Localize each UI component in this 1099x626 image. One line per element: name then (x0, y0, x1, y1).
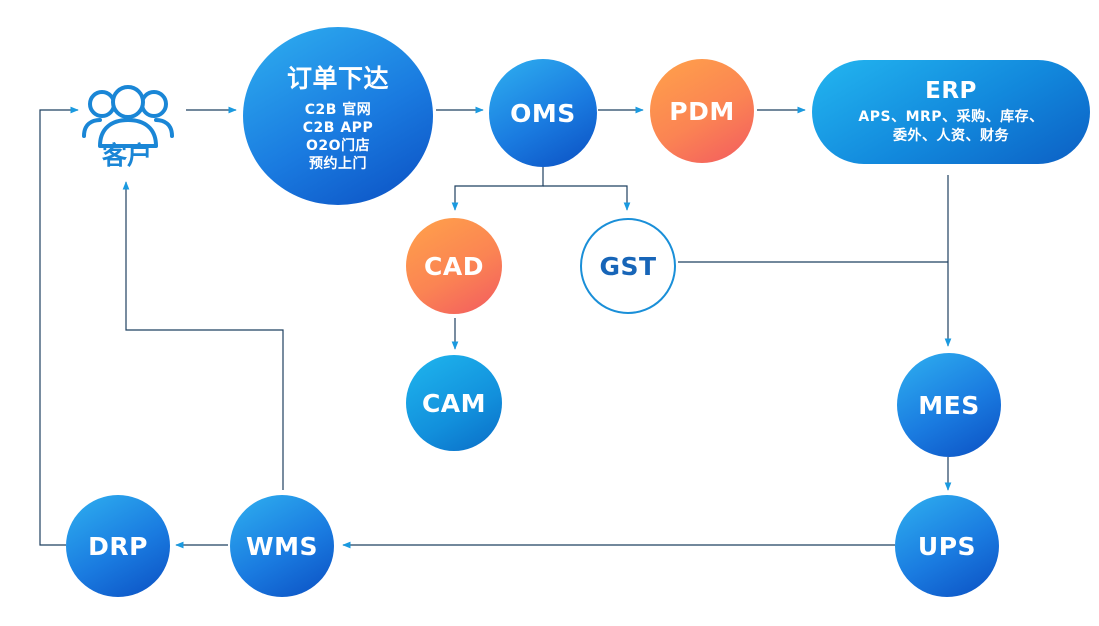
erp-title: ERP (925, 78, 977, 104)
erp-node: ERP APS、MRP、采购、库存、 委外、人资、财务 (812, 60, 1090, 164)
drp-node: DRP (66, 495, 170, 597)
erp-modules-line2: 委外、人资、财务 (893, 128, 1009, 144)
order-channel: 预约上门 (309, 156, 367, 172)
cam-node: CAM (406, 355, 502, 451)
ups-node: UPS (895, 495, 999, 597)
wms-node: WMS (230, 495, 334, 597)
cad-node: CAD (406, 218, 502, 314)
edge-drp-customer (39, 106, 79, 546)
edge-wms-customer (122, 181, 284, 490)
order-channel: C2B 官网 (304, 102, 372, 118)
order-channel: O2O门店 (305, 138, 371, 154)
order-channel: C2B APP (302, 120, 374, 136)
order-node: 订单下达 C2B 官网 C2B APP O2O门店 预约上门 (243, 27, 433, 205)
gst-node: GST (580, 218, 676, 314)
edge-oms-gst (543, 185, 631, 211)
users-icon (82, 85, 174, 148)
oms-node: OMS (489, 59, 597, 167)
mes-node: MES (897, 353, 1001, 457)
erp-modules-line1: APS、MRP、采购、库存、 (858, 109, 1044, 125)
order-title: 订单下达 (286, 64, 389, 93)
pdm-node: PDM (650, 59, 754, 163)
customer-label: 客户 (101, 141, 152, 170)
edge-oms-cad (451, 167, 544, 211)
